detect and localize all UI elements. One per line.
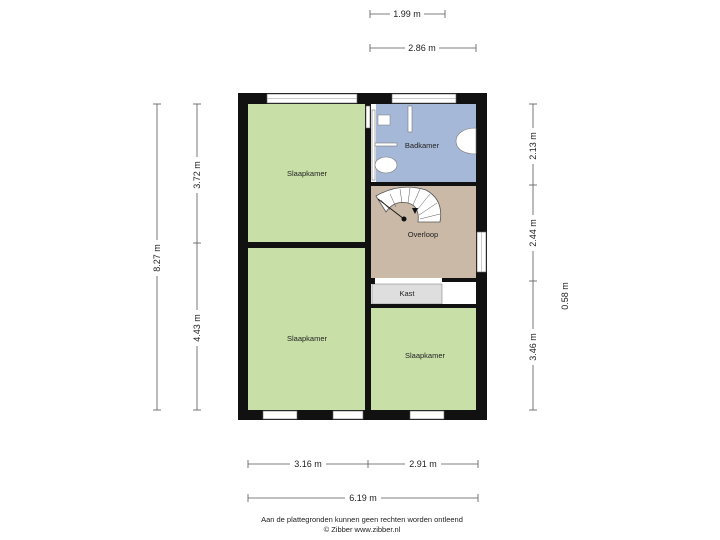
footer-copyright: © Zibber www.zibber.nl [324, 525, 401, 534]
dimension-left-upper: 3.72 m [191, 103, 204, 244]
dimension-top-1-label: 1.99 m [393, 9, 421, 19]
dimension-bottom-total: 6.19 m [247, 491, 479, 504]
dimension-right-far-label: 0.58 m [560, 282, 570, 310]
room-label-slaapkamer-bottom-left: Slaapkamer [287, 334, 328, 343]
dimension-bottom-right: 2.91 m [368, 457, 479, 470]
dimension-right-far: 0.58 m [560, 282, 570, 310]
dimension-left-total: 8.27 m [151, 103, 164, 411]
staircase-icon [375, 186, 442, 223]
dimension-right-1: 2.13 m [527, 103, 540, 186]
sink-icon [377, 114, 391, 126]
dimension-bottom-left-label: 3.16 m [294, 459, 322, 469]
room-label-overloop: Overloop [408, 230, 438, 239]
dimension-left-lower-label: 4.43 m [192, 314, 202, 342]
dimension-top-2-label: 2.86 m [408, 43, 436, 53]
windows [262, 93, 487, 420]
room-label-slaapkamer-bottom-right: Slaapkamer [405, 351, 446, 360]
dimension-right-2: 2.44 m [527, 185, 540, 282]
dimension-left-upper-label: 3.72 m [192, 161, 202, 189]
dimension-top-2: 2.86 m [369, 41, 477, 54]
footer-disclaimer: Aan de plattegronden kunnen geen rechten… [261, 515, 463, 524]
dimension-bottom-total-label: 6.19 m [349, 493, 377, 503]
room-slaapkamer-top [247, 104, 365, 242]
room-label-slaapkamer-top: Slaapkamer [287, 169, 328, 178]
dimension-top-1: 1.99 m [369, 7, 446, 20]
room-slaapkamer-bottom-left [247, 248, 365, 410]
dimension-left-lower: 4.43 m [191, 243, 204, 411]
dimension-left-total-label: 8.27 m [152, 244, 162, 272]
dimension-right-3-label: 3.46 m [528, 333, 538, 361]
room-slaapkamer-bottom-right [370, 308, 476, 410]
dimension-right-1-label: 2.13 m [528, 132, 538, 160]
dimension-right-3: 3.46 m [527, 281, 540, 411]
dimension-bottom-left: 3.16 m [247, 457, 369, 470]
dimension-bottom-right-label: 2.91 m [409, 459, 437, 469]
room-label-badkamer: Badkamer [405, 141, 440, 150]
dimension-right-2-label: 2.44 m [528, 219, 538, 247]
bathroom-fixtures [371, 105, 477, 181]
room-label-kast: Kast [399, 289, 415, 298]
